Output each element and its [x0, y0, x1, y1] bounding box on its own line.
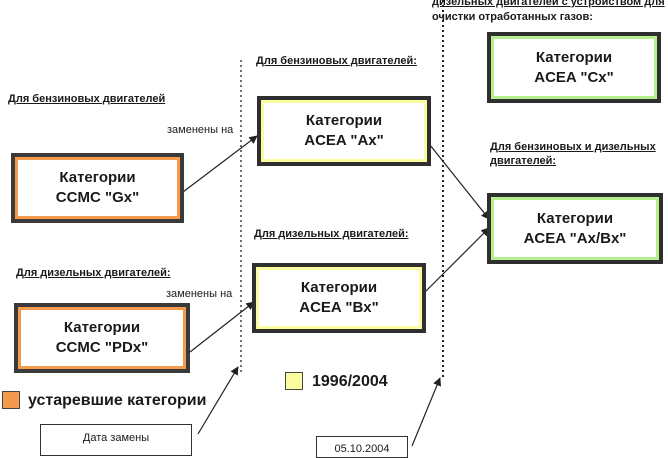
box-acea-ax-line1: Категории: [305, 112, 383, 129]
caption-diesel-aftertreatment-line1: дизельных двигателей с устройством для: [432, 0, 665, 8]
replaced-by-label-bottom: заменены на: [166, 288, 233, 300]
legend-obsolete-label: устаревшие категории: [28, 392, 207, 409]
legend-period-label: 1996/2004: [312, 373, 388, 390]
arrow-gx-to-ax: [182, 135, 258, 193]
box-acea-axbx-line1: Категории: [536, 209, 614, 227]
date-value-note: 05.10.2004: [316, 436, 408, 458]
arrow-bx-to-axbx: [424, 227, 490, 293]
box-ccmc-pdx: Категории CCMC "PDx": [14, 303, 190, 373]
legend-period-swatch: [285, 372, 303, 390]
caption-petrol-mid: Для бензиновых двигателей:: [256, 55, 417, 67]
box-ccmc-gx: Категории CCMC "Gx": [11, 153, 184, 223]
box-acea-cx: Категории ACEA "Cx": [487, 32, 661, 103]
caption-both-line2: двигателей:: [490, 155, 557, 167]
box-acea-cx-line1: Категории: [535, 48, 613, 66]
legend-obsolete-swatch: [2, 391, 20, 409]
arrow-change-date: [197, 366, 239, 435]
box-ccmc-gx-line2: CCMC "Gx": [55, 189, 140, 206]
box-ccmc-pdx-line1: Категории: [63, 319, 141, 336]
box-acea-cx-line2: ACEA "Cx": [534, 68, 614, 86]
caption-diesel-left: Для дизельных двигателей:: [16, 267, 171, 279]
box-acea-bx-line1: Категории: [300, 279, 378, 296]
caption-diesel-mid: Для дизельных двигателей:: [254, 228, 409, 240]
caption-petrol-left: Для бензиновых двигателей: [8, 93, 166, 105]
caption-both-line1: Для бензиновых и дизельных: [490, 141, 656, 153]
box-acea-ax-line2: ACEA "Ax": [304, 132, 384, 149]
caption-diesel-aftertreatment-line2: очистки отработанных газов:: [432, 11, 593, 23]
box-acea-axbx-line2: ACEA "Ax/Bx": [523, 229, 627, 247]
box-acea-ax: Категории ACEA "Ax": [257, 96, 431, 166]
box-ccmc-pdx-line2: CCMC "PDx": [55, 339, 149, 356]
box-ccmc-gx-line1: Категории: [59, 169, 136, 186]
change-date-label: Дата замены: [82, 432, 150, 444]
box-acea-axbx: Категории ACEA "Ax/Bx": [487, 193, 663, 264]
box-acea-bx-line2: ACEA "Bx": [299, 299, 379, 316]
replaced-by-label-top: заменены на: [167, 124, 234, 136]
arrow-date-value: [411, 377, 442, 447]
date-value: 05.10.2004: [334, 443, 390, 455]
arrow-ax-to-axbx: [429, 144, 490, 220]
box-acea-bx: Категории ACEA "Bx": [252, 263, 426, 333]
change-date-note: Дата замены: [40, 424, 192, 456]
arrow-pdx-to-bx: [189, 301, 255, 353]
